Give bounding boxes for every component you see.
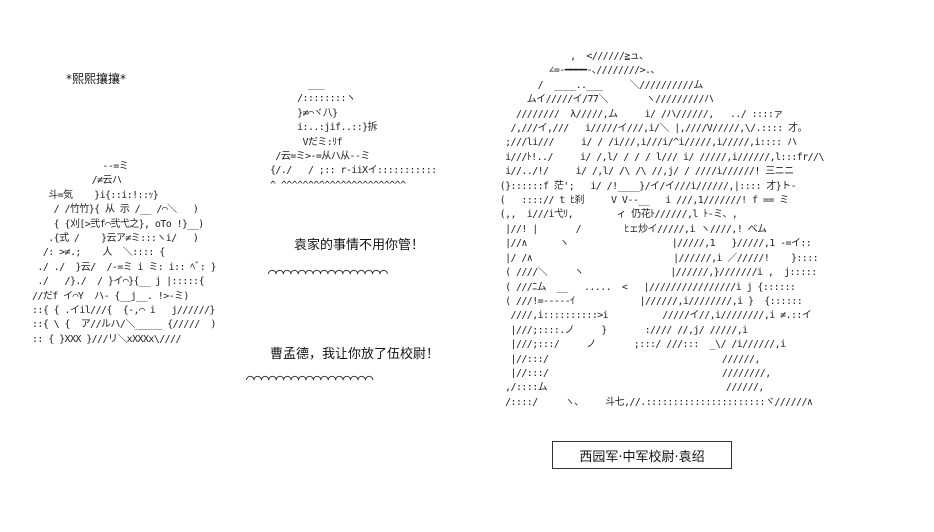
middle-figure-art: ___ /::::::::ヽ }≠⌒ヾ八} i:..:jif..::}拆 Vだミ… [270,79,437,191]
character-name-caption: 西园军·中军校尉·袁绍 [552,441,732,469]
dialogue-line-bottom: 曹孟德，我让你放了伍校尉！ [270,347,440,362]
left-figures-art: -‐=ミ /≠云ハ 斗=気 }i{::i:!::ｯ} / /竹竹}{ 从 示 /… [32,161,217,345]
scene-title: *熙熙攘攘* [66,72,127,86]
speech-bubble-bottom-border: ⌒⌒⌒⌒⌒⌒⌒⌒⌒⌒⌒⌒⌒⌒⌒⌒⌒ [246,371,373,387]
character-name-text: 西园军·中军校尉·袁绍 [579,449,705,465]
speech-bubble-top-border: ⌒⌒⌒⌒⌒⌒⌒⌒⌒⌒⌒⌒⌒⌒⌒⌒ [268,265,388,281]
right-figure-art: , <//////≧ュ、 ∠=-━━━━-､////////>.、 / ____… [499,51,825,408]
dialogue-line-top: 袁家的事情不用你管！ [294,238,425,253]
